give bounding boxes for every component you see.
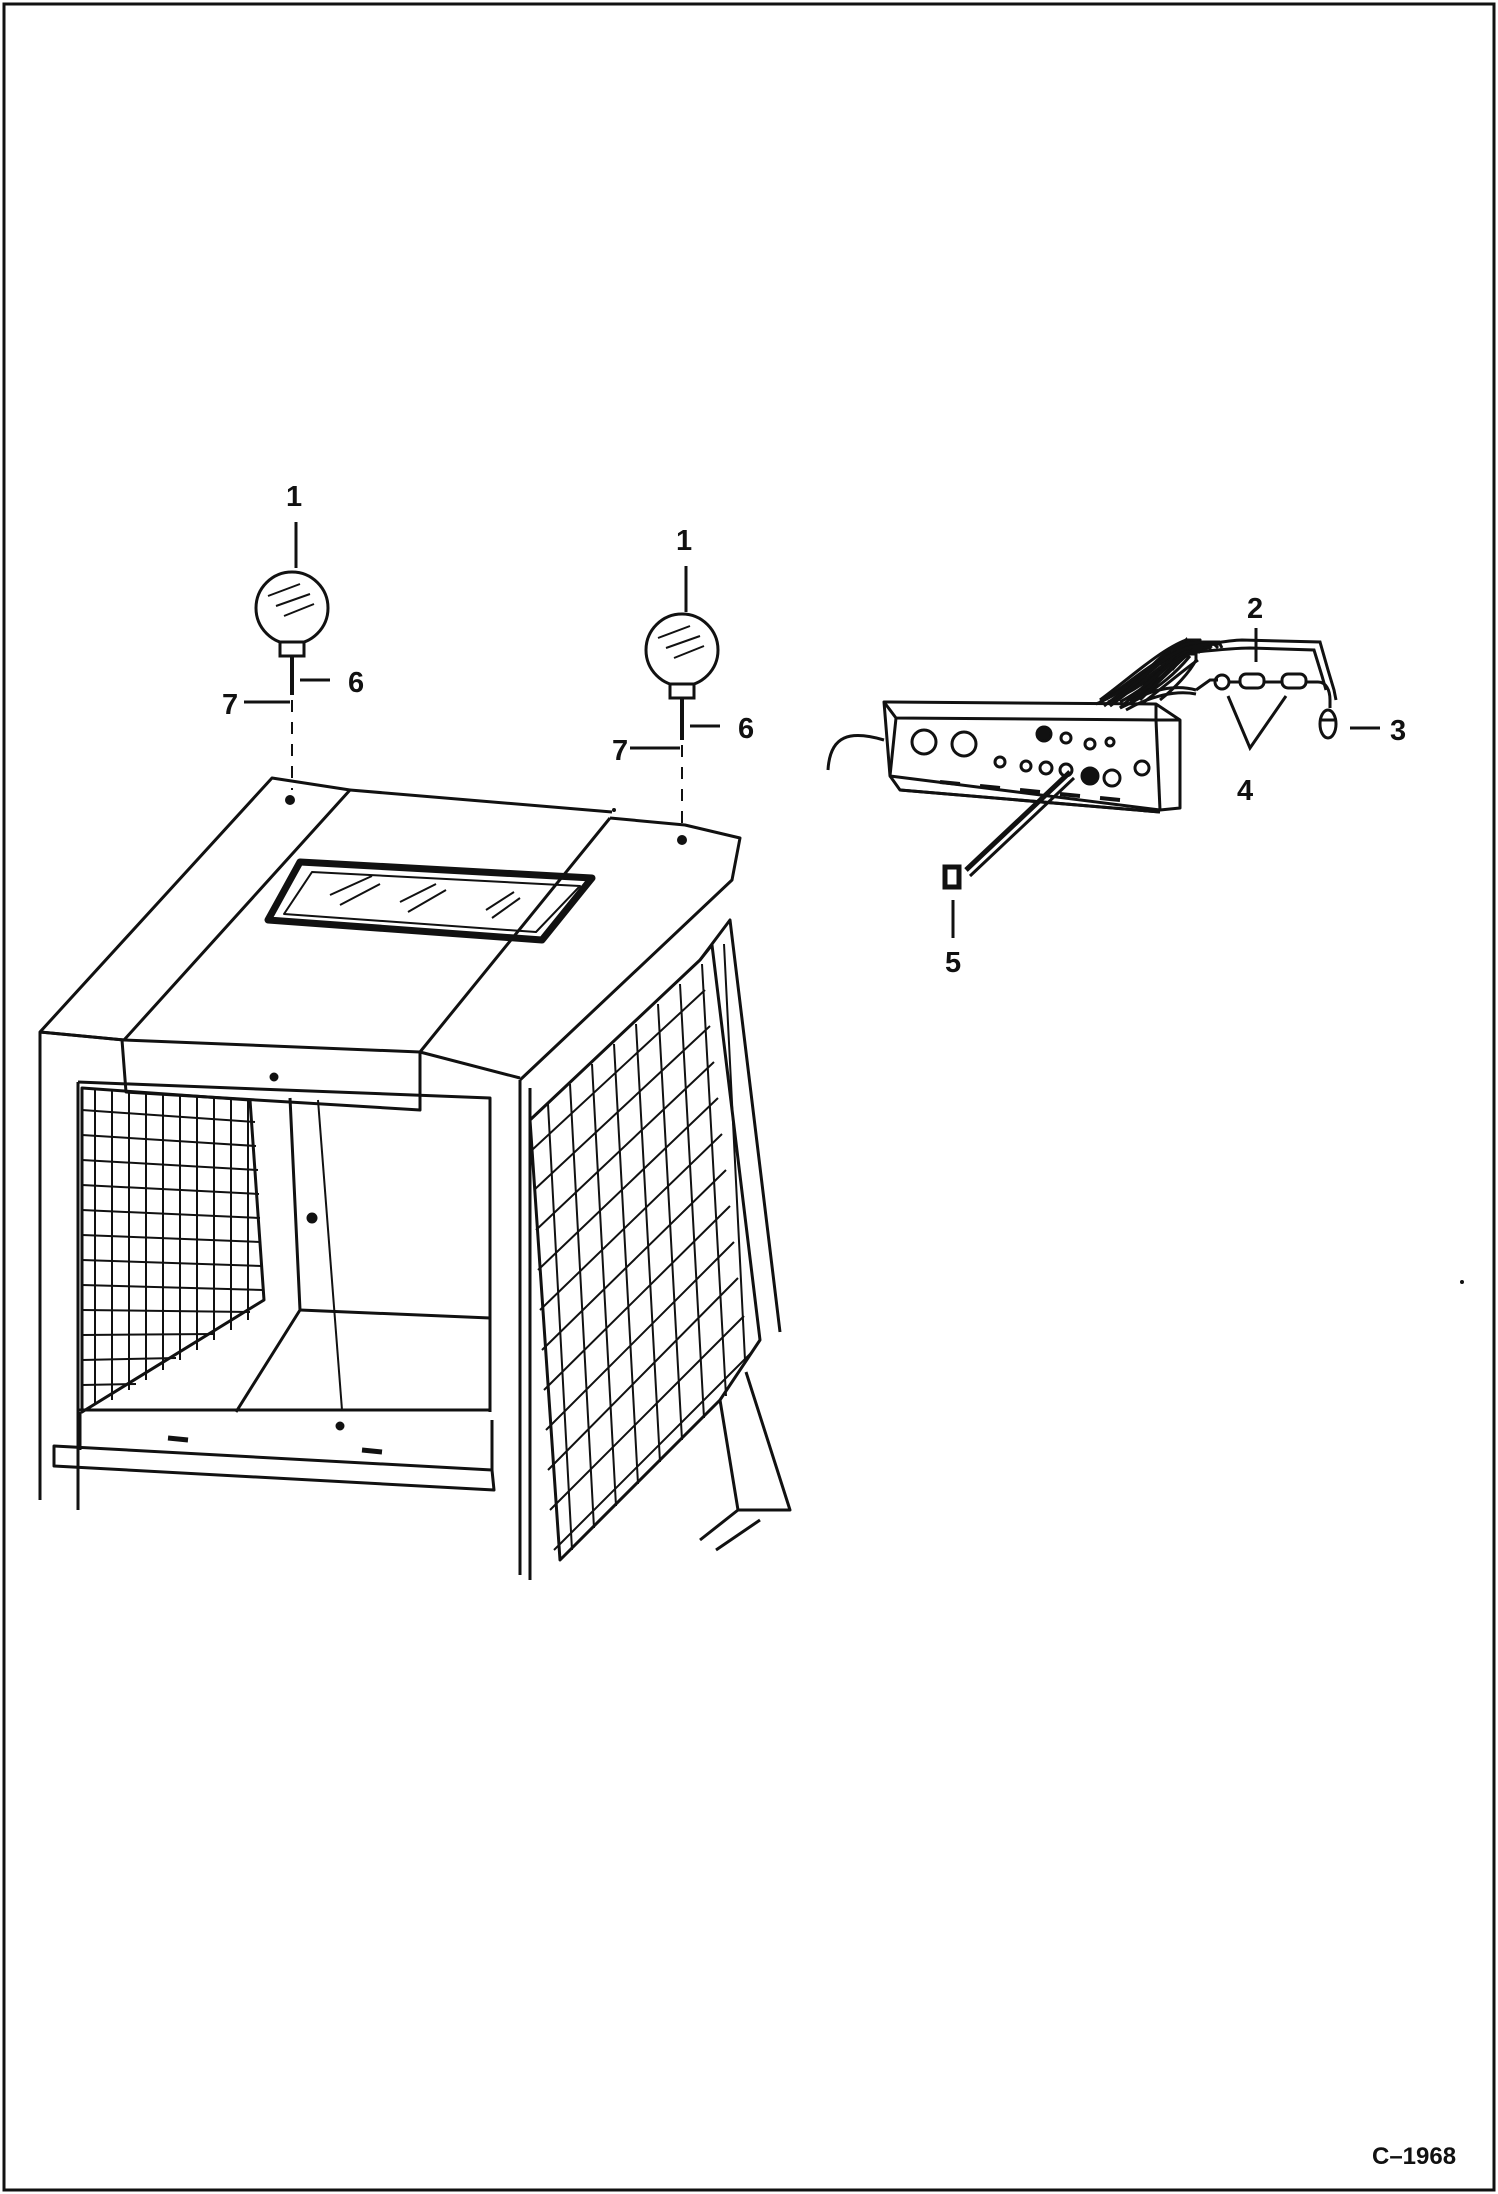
callout-nut-right: 7 <box>612 735 628 767</box>
figure-id: C–1968 <box>1372 2143 1456 2170</box>
work-light-right <box>644 612 720 830</box>
callout-lamp-right: 1 <box>676 525 692 557</box>
key-switch <box>942 770 1076 890</box>
right-mesh <box>531 943 753 1551</box>
callout-switch: 5 <box>945 947 961 979</box>
callout-bolt-right: 6 <box>738 713 754 745</box>
fuse-chain <box>1125 672 1338 740</box>
callout-lamp-left: 1 <box>286 481 302 513</box>
stray-dot <box>1460 1280 1464 1284</box>
leader-lines-lights <box>244 522 720 750</box>
mount-hole-left <box>285 795 295 805</box>
left-mesh <box>81 1090 264 1405</box>
stray-dot <box>612 808 616 812</box>
operator-cab <box>38 776 792 1580</box>
upper-wire <box>1105 638 1338 710</box>
mount-hole-right <box>677 835 687 845</box>
callout-nut-left: 7 <box>222 689 238 721</box>
callout-wire-top: 2 <box>1247 593 1263 625</box>
leader-lines-panel <box>951 628 1380 938</box>
work-light-left <box>254 570 330 790</box>
callout-fuse-pair: 4 <box>1237 775 1253 807</box>
callout-connector-end: 3 <box>1390 715 1406 747</box>
callout-bolt-left: 6 <box>348 667 364 699</box>
